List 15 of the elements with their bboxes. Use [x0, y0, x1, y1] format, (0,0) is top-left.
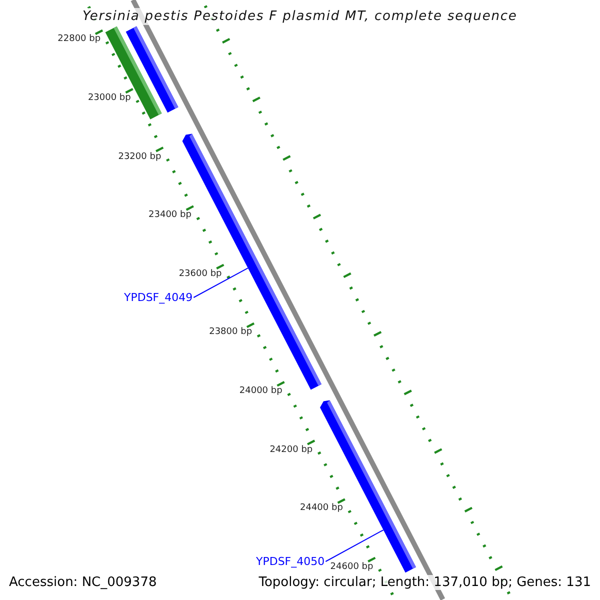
tick-label: 24600 bp — [330, 562, 374, 572]
leader-line — [193, 268, 248, 298]
tick-label: 24000 bp — [239, 387, 282, 396]
tick-label: 23600 bp — [178, 270, 222, 279]
tick-label: 23200 bp — [118, 152, 162, 162]
gene-label: YPDSF_4050 — [256, 556, 325, 567]
tick-label: 23800 bp — [209, 328, 252, 338]
accession-text: Accession: NC_009378 — [7, 575, 159, 590]
tick-label: 23400 bp — [148, 211, 192, 220]
leader-line — [325, 530, 384, 562]
gene-label: YPDSF_4049 — [124, 292, 193, 303]
tick-label: 23000 bp — [88, 94, 131, 103]
tick-label: 24400 bp — [300, 504, 343, 514]
tick-label: 22800 bp — [58, 35, 101, 44]
topology-text: Topology: circular; Length: 137,010 bp; Genes: 131 — [256, 575, 593, 590]
